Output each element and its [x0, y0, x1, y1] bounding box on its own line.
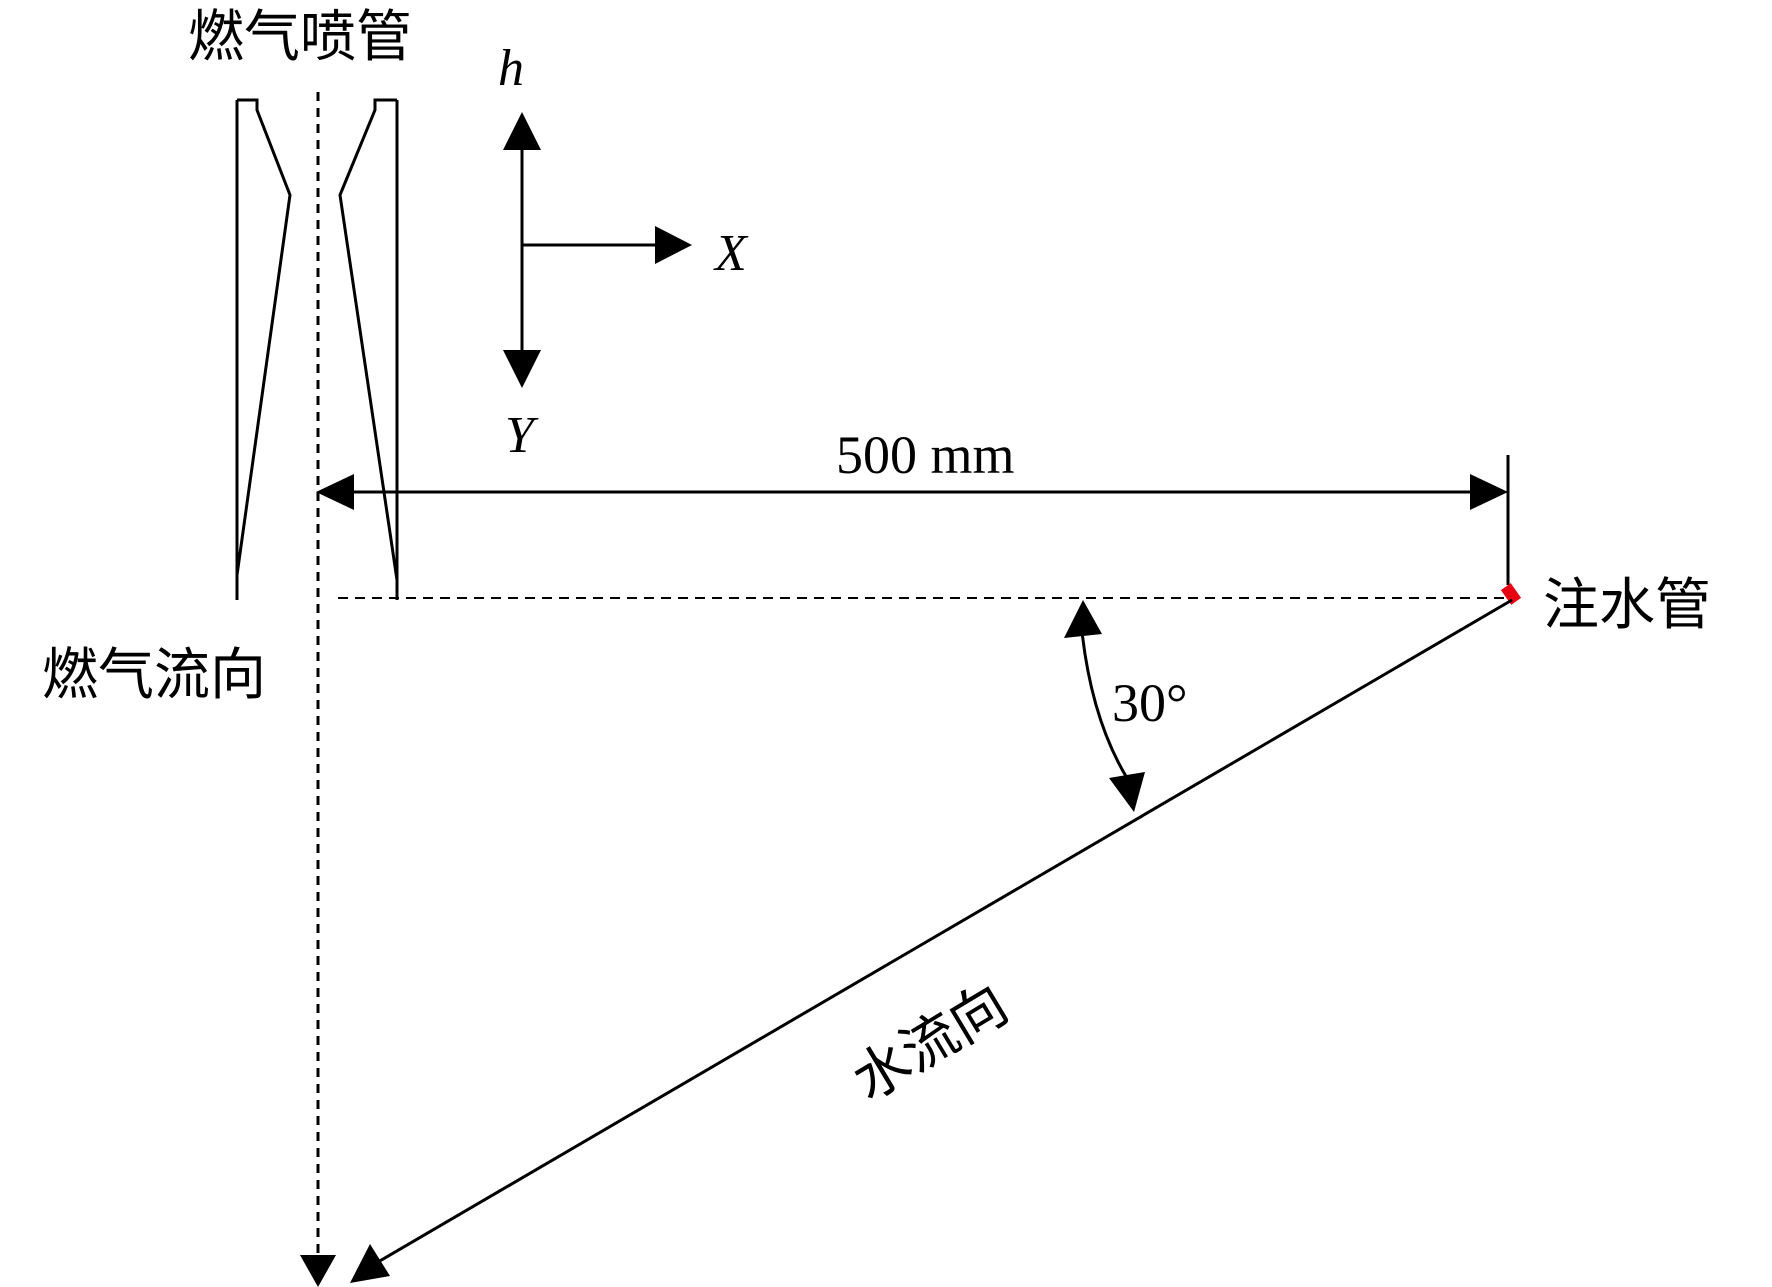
water-flow-label: 水流向 — [842, 972, 1019, 1114]
distance-arrowhead-right — [1470, 474, 1508, 510]
nozzle-right-wall — [338, 98, 399, 581]
water-flow-arrowhead — [350, 1244, 390, 1283]
distance-label: 500 mm — [836, 425, 1015, 485]
angle-label: 30° — [1112, 673, 1188, 733]
h-axis-label: h — [498, 40, 524, 97]
x-axis-arrowhead — [655, 226, 692, 264]
nozzle-left-wall — [235, 98, 292, 576]
nozzle-label: 燃气喷管 — [188, 5, 412, 70]
angle-arrowhead-top — [1064, 600, 1102, 638]
gas-flow-arrowhead — [300, 1255, 336, 1287]
x-axis-label: X — [713, 225, 749, 282]
injector-mark — [1500, 583, 1522, 605]
distance-arrowhead-left — [316, 474, 354, 510]
angle-arrowhead-bottom — [1109, 772, 1145, 812]
y-axis-arrowhead — [503, 350, 541, 388]
water-flow-line — [377, 598, 1513, 1264]
gas-flow-label: 燃气流向 — [42, 643, 266, 708]
y-axis-label: Y — [505, 407, 539, 464]
injection-pipe-label: 注水管 — [1543, 573, 1711, 638]
h-axis-arrowhead — [503, 112, 541, 150]
angle-arc — [1080, 631, 1129, 779]
